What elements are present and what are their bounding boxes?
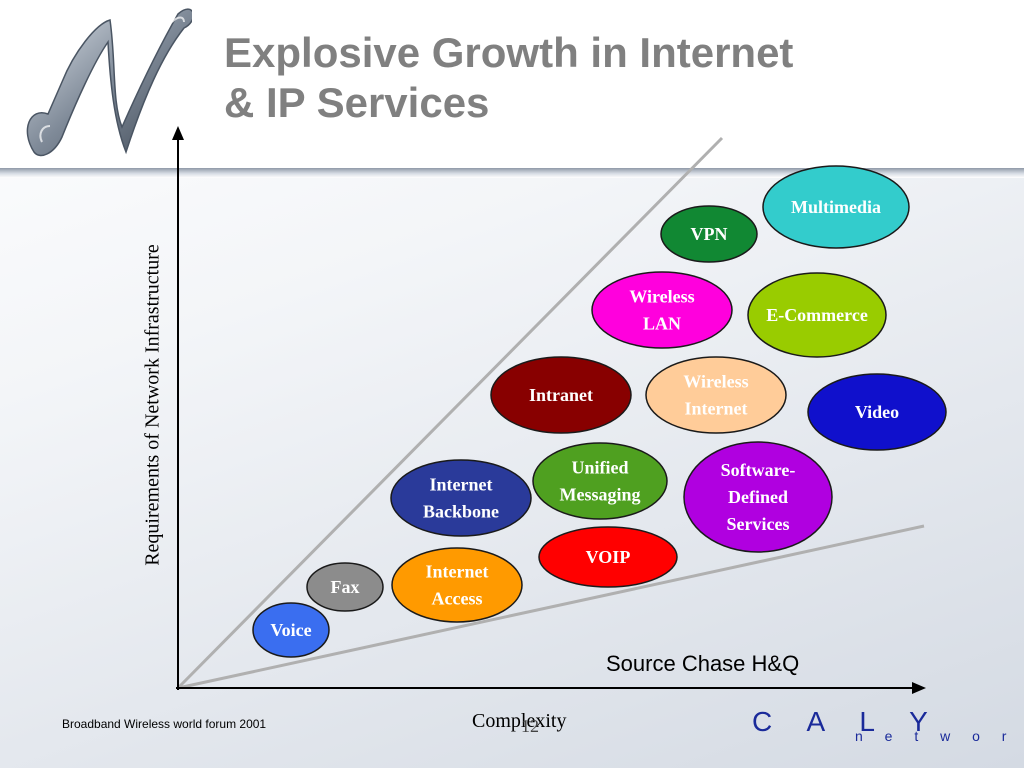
bubble-vpn: VPN xyxy=(660,205,758,263)
bubble-voice: Voice xyxy=(252,602,330,658)
x-axis-arrow-icon xyxy=(912,682,926,694)
bubble-shape-internet-access xyxy=(391,547,523,623)
title-line-2: & IP Services xyxy=(224,79,490,126)
bubble-label-e-commerce: E-Commerce xyxy=(766,305,868,325)
bubble-label-voice: Voice xyxy=(270,620,311,640)
bubble-label-video: Video xyxy=(855,402,899,422)
bubble-shape-multimedia xyxy=(762,165,910,249)
bubble-shape-unified-messaging xyxy=(532,442,668,520)
bubble-intranet: Intranet xyxy=(490,356,632,434)
bubble-shape-voip xyxy=(538,526,678,588)
bubble-label-software-defined-services: Defined xyxy=(728,487,788,507)
upper-guide-line xyxy=(176,136,724,690)
x-axis-label: Complexity xyxy=(472,710,567,732)
bubble-voip: VOIP xyxy=(538,526,678,588)
bubble-shape-wireless-lan xyxy=(591,271,733,349)
bubble-fax: Fax xyxy=(306,562,384,612)
bubble-shape-intranet xyxy=(490,356,632,434)
bubble-label-wireless-internet: Wireless xyxy=(683,372,748,392)
n-logo-icon xyxy=(26,8,192,157)
bubble-shape-fax xyxy=(306,562,384,612)
lower-guide-line xyxy=(177,524,925,690)
bubble-label-multimedia: Multimedia xyxy=(791,197,881,217)
bubble-label-software-defined-services: Software- xyxy=(721,460,796,480)
title-line-1: Explosive Growth in Internet xyxy=(224,29,794,76)
source-note: Source Chase H&Q xyxy=(606,651,800,676)
bubble-e-commerce: E-Commerce xyxy=(747,272,887,358)
bubble-label-vpn: VPN xyxy=(691,224,728,244)
bubble-label-unified-messaging: Unified xyxy=(571,458,628,478)
bubble-label-fax: Fax xyxy=(331,577,360,597)
footer-text: Broadband Wireless world forum 2001 xyxy=(62,717,267,731)
y-axis-arrow-icon xyxy=(172,126,184,140)
bubble-shape-e-commerce xyxy=(747,272,887,358)
page-number: 12 xyxy=(521,716,539,736)
bubble-video: Video xyxy=(807,373,947,451)
y-axis-label: Requirements of Network Infrastructure xyxy=(141,244,164,566)
bubble-shape-wireless-internet xyxy=(645,356,787,434)
bubble-label-voip: VOIP xyxy=(586,547,631,567)
bubble-shape-software-defined-services xyxy=(683,441,833,553)
bubble-label-wireless-lan: LAN xyxy=(643,314,681,334)
bubble-label-wireless-lan: Wireless xyxy=(629,287,694,307)
slide-title: Explosive Growth in Internet & IP Servic… xyxy=(224,28,1004,128)
bubble-shape-internet-backbone xyxy=(390,459,532,537)
bubble-multimedia: Multimedia xyxy=(762,165,910,249)
service-bubbles: VoiceFaxInternetAccessInternetBackboneVO… xyxy=(252,165,947,658)
bubble-label-internet-access: Access xyxy=(432,589,483,609)
bubble-label-unified-messaging: Messaging xyxy=(560,485,641,505)
bubble-label-internet-access: Internet xyxy=(426,562,489,582)
header-divider xyxy=(0,168,1024,178)
bubble-label-software-defined-services: Services xyxy=(727,514,790,534)
bubble-shape-video xyxy=(807,373,947,451)
bubble-label-internet-backbone: Internet xyxy=(430,475,493,495)
brand-tagline: n e t w o r k s xyxy=(855,728,1024,744)
bubble-shape-vpn xyxy=(660,205,758,263)
bubble-shape-voice xyxy=(252,602,330,658)
bubble-label-intranet: Intranet xyxy=(529,385,593,405)
bubble-label-wireless-internet: Internet xyxy=(685,399,748,419)
brand-name: C A L Y xyxy=(752,706,942,737)
bubble-label-internet-backbone: Backbone xyxy=(423,502,499,522)
